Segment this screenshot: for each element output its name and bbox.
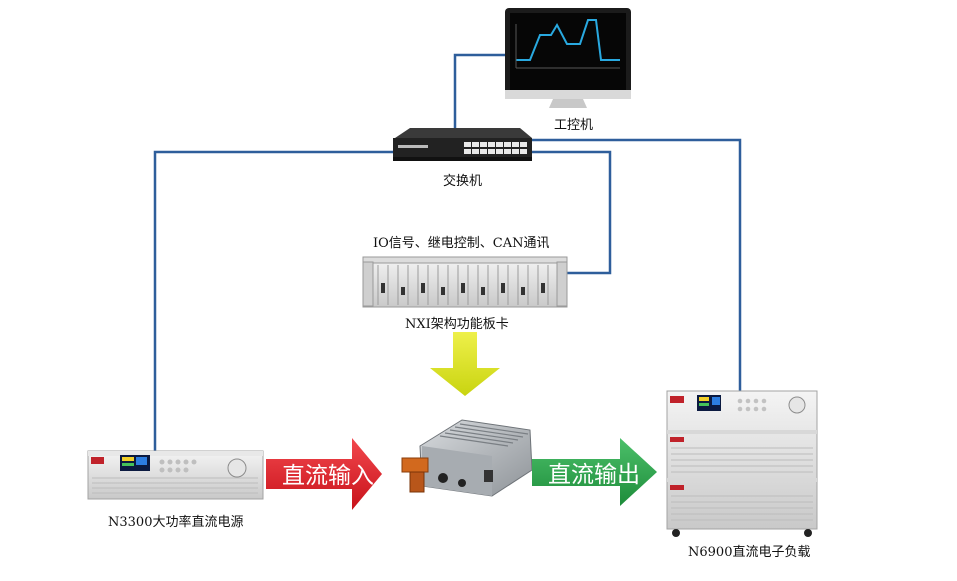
switch-label: 交换机 (443, 174, 483, 189)
dc-output-label: 直流输出 (548, 462, 640, 488)
dc-input-arrow: 直流输入 (266, 438, 382, 510)
network-switch (393, 128, 532, 161)
power-supply-label: N3300大功率直流电源 (108, 515, 244, 530)
nxi-chassis (362, 256, 568, 308)
down-arrow (430, 332, 500, 396)
ipc-monitor (505, 8, 631, 108)
load-label: N6900直流电子负载 (688, 545, 811, 560)
dut-converter (401, 419, 533, 497)
dc-input-label: 直流输入 (282, 463, 374, 489)
power-supply-n3300 (87, 450, 264, 500)
wire-switch-ipc (453, 53, 505, 135)
wire-switch-power-supply (153, 150, 393, 452)
electronic-load-n6900 (666, 390, 818, 537)
screen-waveform (516, 19, 620, 61)
wire-switch-nxi (532, 150, 612, 275)
ipc-label: 工控机 (554, 118, 594, 133)
wire-switch-load (532, 138, 742, 392)
io-signals-label: IO信号、继电控制、CAN通讯 (373, 236, 550, 251)
dc-output-arrow: 直流输出 (532, 438, 657, 506)
nxi-label: NXI架构功能板卡 (405, 317, 509, 332)
